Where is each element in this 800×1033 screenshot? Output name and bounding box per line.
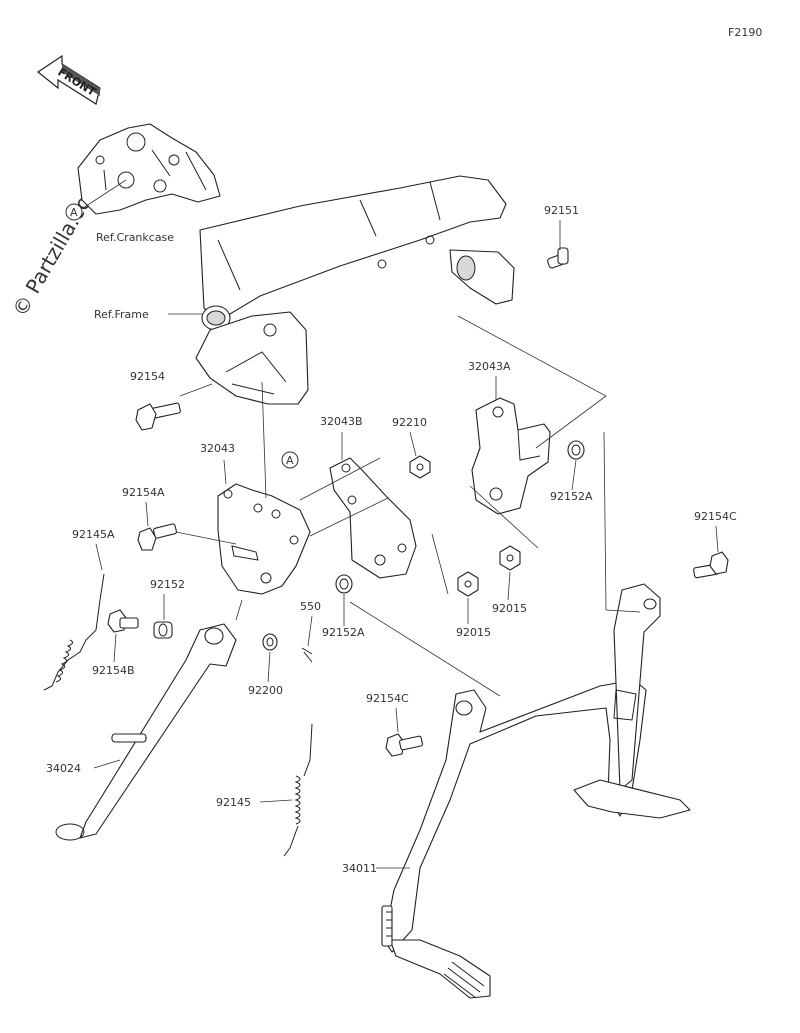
label-92154C-right: 92154C: [694, 510, 737, 523]
spring-92145: [283, 723, 313, 857]
label-92015-mid: 92015: [456, 626, 491, 639]
label-92152: 92152: [150, 578, 185, 591]
bracket-32043: [217, 483, 311, 595]
callout-a-crankcase: [65, 203, 83, 221]
bolt-92154A: [137, 523, 178, 551]
label-32043: 32043: [200, 442, 235, 455]
main-stand-34011: [381, 583, 691, 999]
assembly-lines: [175, 315, 641, 697]
label-92154B: 92154B: [92, 664, 135, 677]
label-92152A-mid: 92152A: [322, 626, 365, 639]
front-arrow-icon: FRONT: [36, 54, 101, 105]
pin-550: [301, 647, 313, 663]
ref-frame-label: Ref.Frame: [94, 308, 149, 321]
collar-92152: [153, 621, 173, 639]
crankcase-ref-drawing: A: [65, 123, 221, 221]
callout-a-crankcase-letter: A: [70, 206, 78, 219]
label-550: 550: [300, 600, 321, 613]
nut-92015-right: [499, 545, 521, 571]
label-92145: 92145: [216, 796, 251, 809]
side-stand-34024: [55, 623, 237, 841]
bracket-32043A: [471, 397, 551, 515]
bolt-92154C-left: [385, 733, 423, 757]
label-34024: 34024: [46, 762, 81, 775]
label-92145A: 92145A: [72, 528, 115, 541]
label-92154: 92154: [130, 370, 165, 383]
label-92015-right: 92015: [492, 602, 527, 615]
bolt-92151: [547, 247, 569, 269]
bracket-32043B: [329, 457, 417, 579]
label-32043A: 32043A: [468, 360, 511, 373]
label-92154C-left: 92154C: [366, 692, 409, 705]
bushing-92152A-upper: [567, 440, 585, 460]
bolt-92154: [135, 402, 181, 431]
nut-92015-mid: [457, 571, 479, 597]
bolt-92154C-right: [693, 551, 729, 579]
diagram-code: F2190: [728, 26, 762, 39]
callout-a-bracket: [281, 451, 299, 469]
nut-92210: [409, 455, 431, 479]
label-92210: 92210: [392, 416, 427, 429]
label-34011: 34011: [342, 862, 377, 875]
frame-ref-drawing: [195, 175, 515, 405]
label-92200: 92200: [248, 684, 283, 697]
spring-92145A: [43, 573, 105, 691]
callout-a-bracket-letter: A: [286, 454, 294, 467]
label-92152A-upper: 92152A: [550, 490, 593, 503]
label-92151: 92151: [544, 204, 579, 217]
bolt-92154B: [107, 609, 139, 633]
washer-92200: [262, 633, 278, 651]
bushing-92152A-mid: [335, 574, 353, 594]
label-32043B: 32043B: [320, 415, 363, 428]
label-92154A: 92154A: [122, 486, 165, 499]
ref-crankcase-label: Ref.Crankcase: [96, 231, 174, 244]
